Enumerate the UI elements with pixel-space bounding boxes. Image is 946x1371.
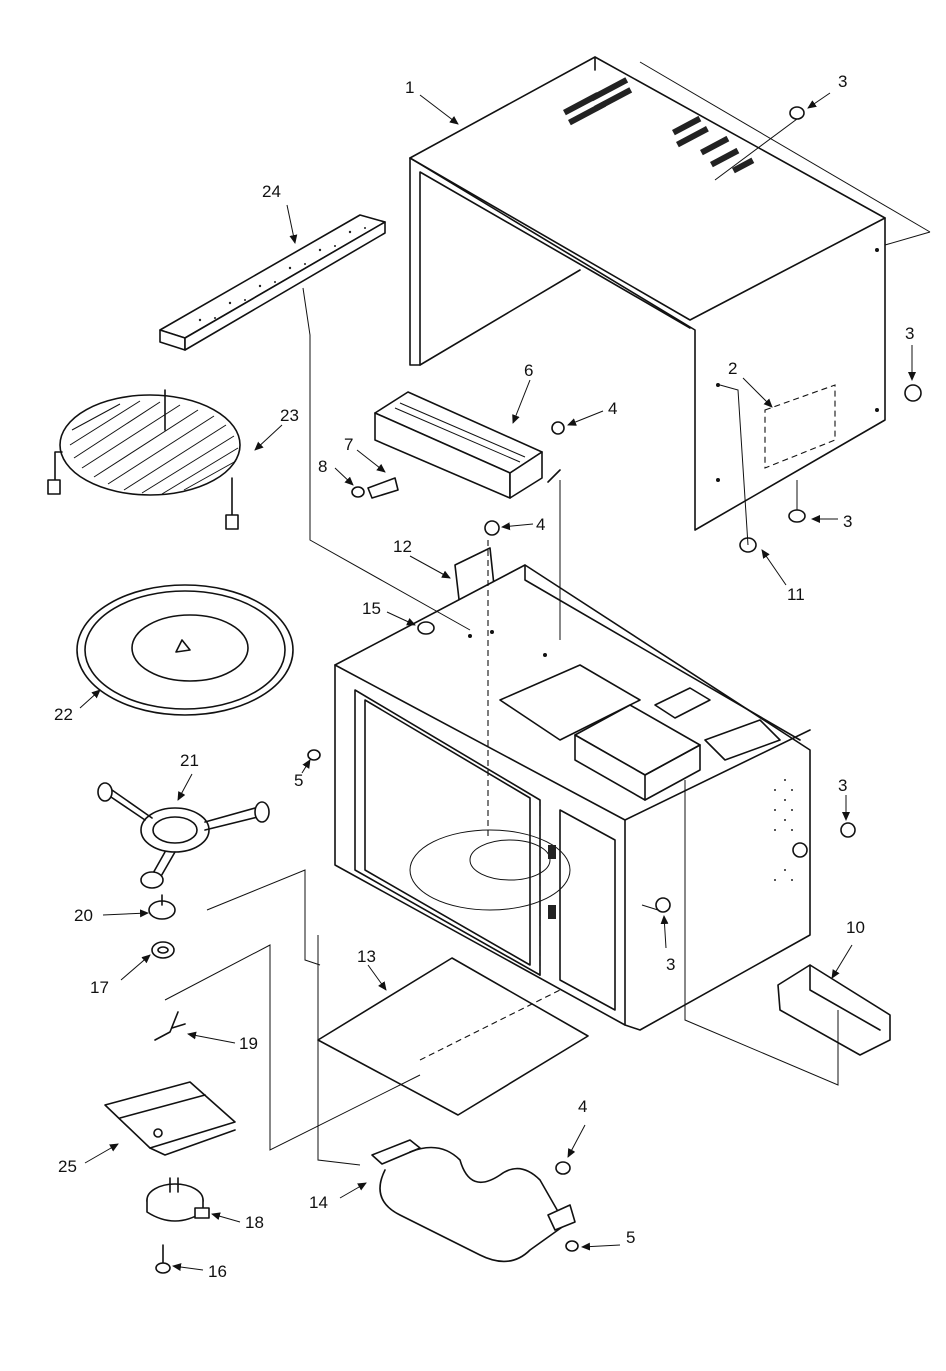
callout-18: 18	[245, 1213, 264, 1232]
turntable-motor	[146, 1177, 210, 1274]
callout-4-cutout: 4	[536, 515, 545, 534]
callout-3-right: 3	[905, 324, 914, 343]
callout-19: 19	[239, 1034, 258, 1053]
callout-25: 25	[58, 1157, 77, 1176]
callout-2: 2	[728, 359, 737, 378]
callout-4-housing: 4	[608, 399, 617, 418]
lamp-housing	[374, 391, 565, 499]
callout-7: 7	[344, 435, 353, 454]
callout-24: 24	[262, 182, 281, 201]
coupling	[148, 894, 176, 959]
callout-3-chassis: 3	[838, 776, 847, 795]
callout-labels: 1 2 3 3 3 3 3 4 4 4 5 5 6 7 8 10 11 12 1…	[54, 72, 914, 1281]
callout-16: 16	[208, 1262, 227, 1281]
foam-block	[777, 964, 891, 1056]
fasteners	[307, 106, 922, 1252]
shaft	[154, 1011, 186, 1041]
callout-13: 13	[357, 947, 376, 966]
callout-21: 21	[180, 751, 199, 770]
callout-12: 12	[393, 537, 412, 556]
callout-14: 14	[309, 1193, 328, 1212]
callout-23: 23	[280, 406, 299, 425]
assembly-lines	[164, 118, 839, 1166]
callout-17: 17	[90, 978, 109, 997]
callout-20: 20	[74, 906, 93, 925]
lamp	[351, 477, 399, 499]
callout-8: 8	[318, 457, 327, 476]
callout-5-bottom: 5	[626, 1228, 635, 1247]
callout-11: 11	[787, 585, 805, 604]
hidden-lines	[419, 540, 561, 1061]
outer-cabinet	[409, 56, 931, 531]
callout-3-top: 3	[838, 72, 847, 91]
heater-element	[371, 1139, 576, 1263]
callout-22: 22	[54, 705, 73, 724]
callout-6: 6	[524, 361, 533, 380]
insulation-strip	[159, 214, 386, 351]
callout-5-left: 5	[294, 771, 303, 790]
roller-ring	[97, 782, 270, 889]
callout-10: 10	[846, 918, 865, 937]
callout-15: 15	[362, 599, 381, 618]
rating-label	[764, 384, 836, 469]
motor-bracket	[104, 1081, 236, 1156]
callout-4-heater: 4	[578, 1097, 587, 1116]
cavity-plate	[317, 957, 589, 1116]
turntable-tray	[76, 584, 294, 716]
callout-3-front: 3	[666, 955, 675, 974]
callout-1: 1	[405, 78, 414, 97]
oven-chassis	[334, 564, 811, 1031]
callout-3-lower-right: 3	[843, 512, 852, 531]
callout-arrows	[79, 92, 916, 1272]
wire-rack	[47, 389, 241, 530]
